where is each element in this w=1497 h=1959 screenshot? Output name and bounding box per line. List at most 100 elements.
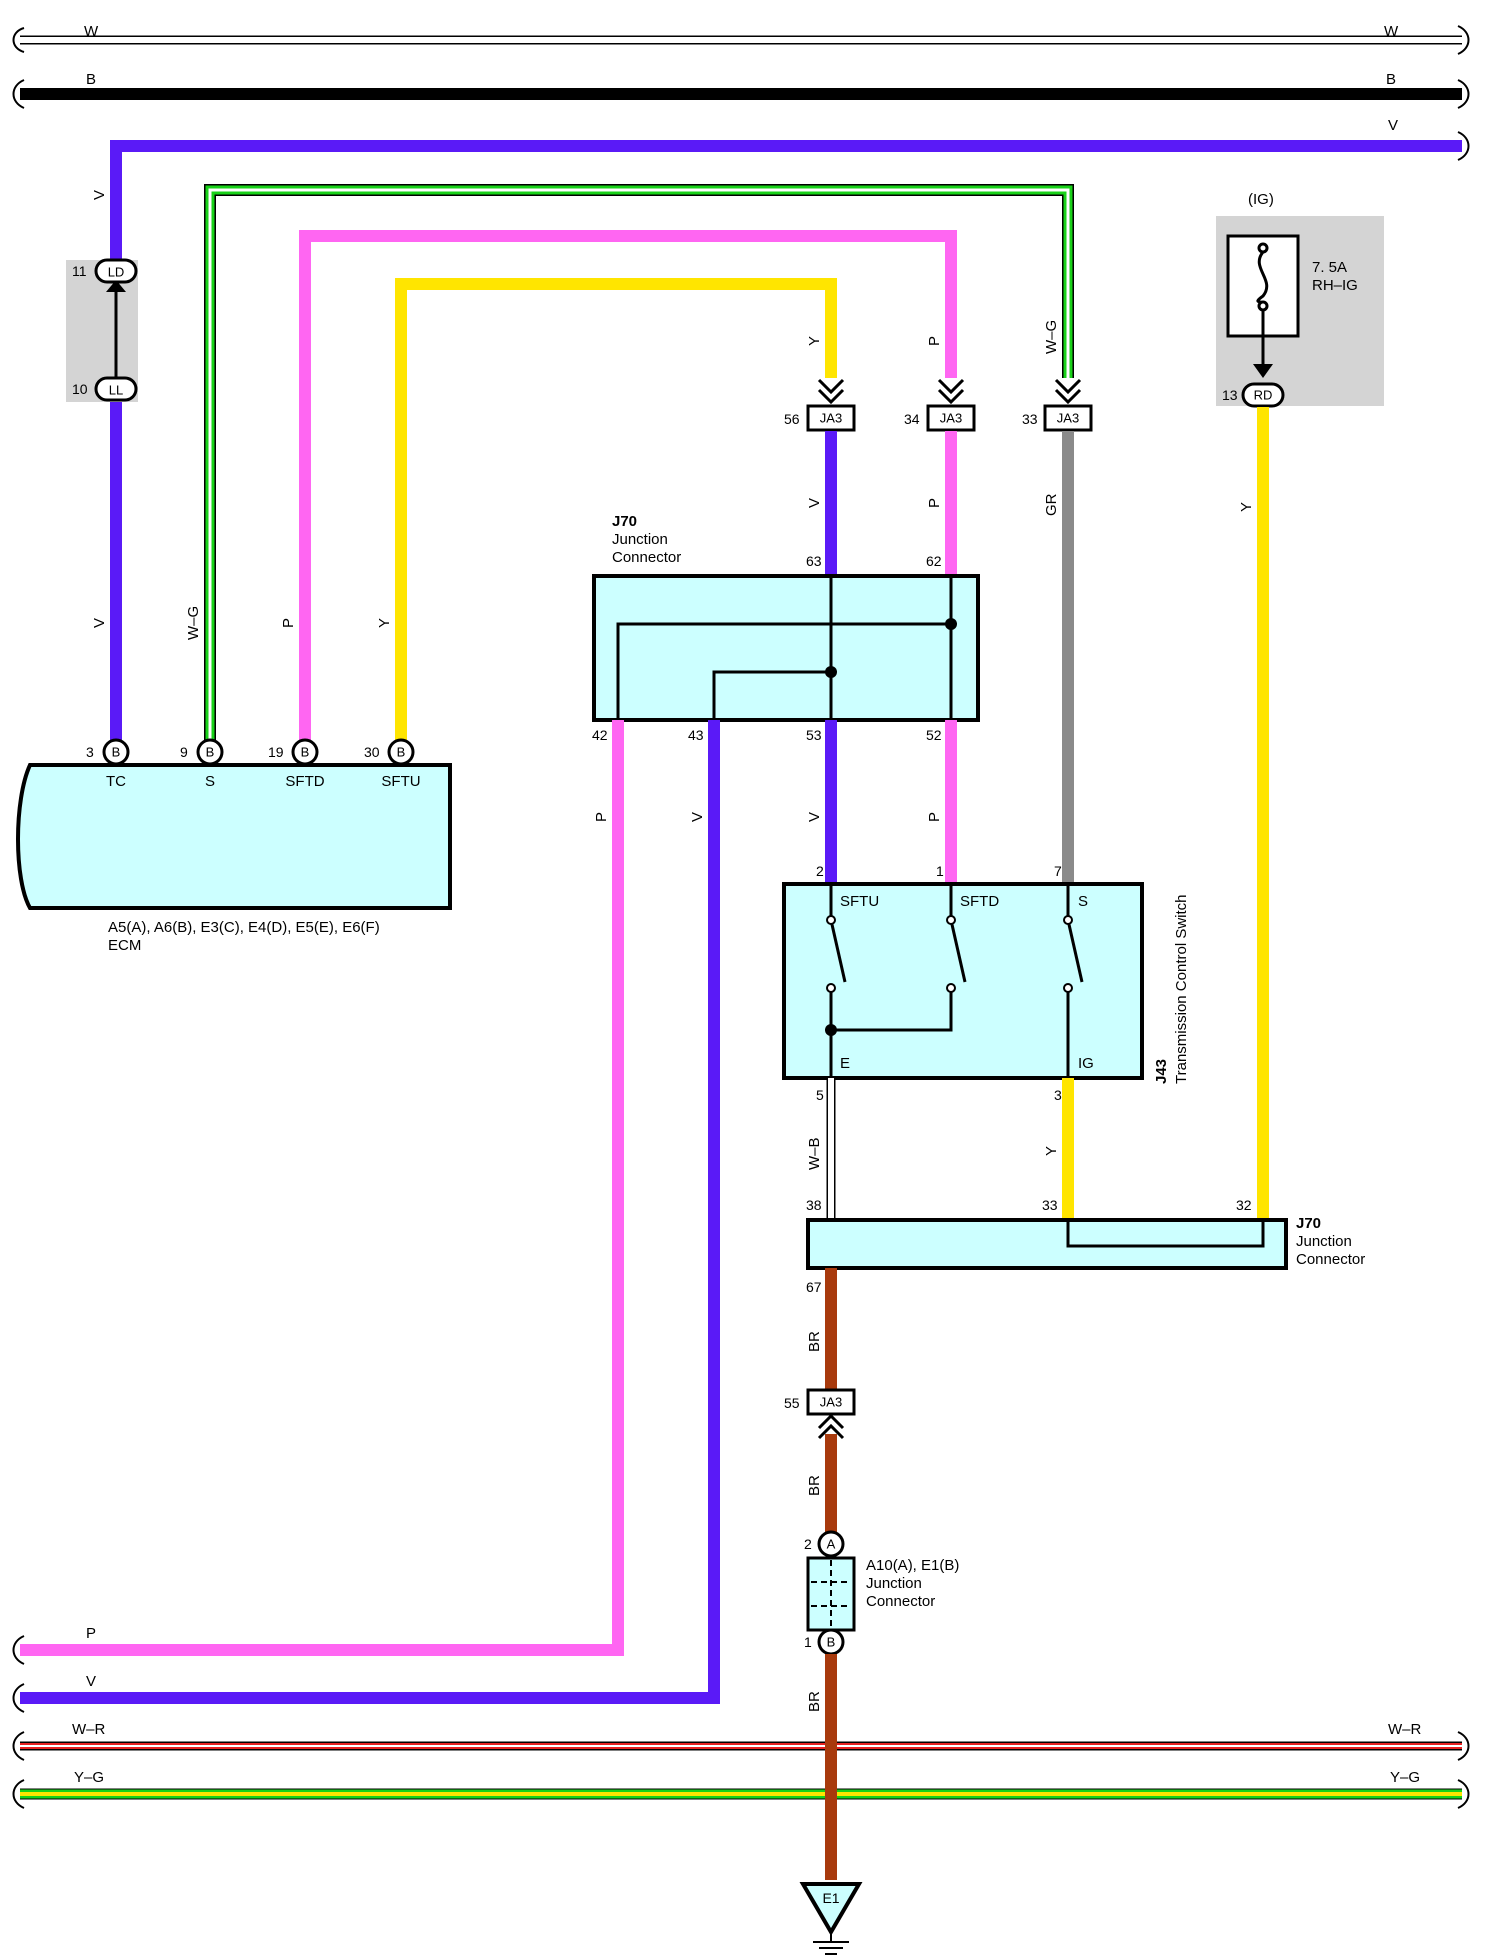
label-wg-left: W–G bbox=[185, 606, 202, 640]
ecm-pin-sftd: B bbox=[291, 738, 319, 766]
fuse-symbol bbox=[1256, 242, 1269, 372]
break-marks-left-bottom bbox=[12, 1635, 25, 1809]
j43-term-ig: IG bbox=[1078, 1055, 1094, 1072]
bus-b-label-right: B bbox=[1386, 71, 1396, 88]
ll-pin: LL bbox=[94, 376, 138, 402]
j70-bottom-pin-67: 67 bbox=[806, 1279, 822, 1295]
bus-yg-label-left: Y–G bbox=[74, 1769, 104, 1786]
a10-pin-b-number: 1 bbox=[804, 1634, 812, 1650]
label-wb: W–B bbox=[806, 1137, 823, 1170]
label-v-left-mid: V bbox=[91, 618, 108, 628]
svg-text:E1: E1 bbox=[822, 1890, 839, 1906]
j70-top-pin-53: 53 bbox=[806, 727, 822, 743]
label-v-ja3-j70: V bbox=[806, 498, 823, 508]
label-y-rd: Y bbox=[1238, 502, 1255, 512]
ecm-pin-number-sftu: 30 bbox=[364, 744, 380, 760]
bus-w-label-left: W bbox=[84, 23, 99, 40]
j43-box bbox=[782, 882, 1144, 1080]
j43-pin-1: 1 bbox=[936, 863, 944, 879]
j70-bottom-internal bbox=[1066, 1220, 1265, 1248]
fuse-group: (IG) bbox=[1248, 191, 1274, 208]
ecm-box bbox=[16, 763, 452, 910]
wire-p-j70-42 bbox=[20, 720, 624, 1656]
ground-e1: E1 bbox=[799, 1882, 863, 1955]
j70-bottom-l1: Junction bbox=[1296, 1233, 1352, 1250]
ja3-56-chevron bbox=[817, 378, 845, 405]
label-v-j70-43: V bbox=[689, 812, 706, 822]
ecm-term-sftu: SFTU bbox=[381, 773, 420, 790]
ecm-pin-number-tc: 3 bbox=[86, 744, 94, 760]
j70-top-pin-52: 52 bbox=[926, 727, 942, 743]
label-y-to-ja3: Y bbox=[806, 336, 823, 346]
j70-top-box bbox=[592, 574, 980, 722]
j70-top-node-1 bbox=[945, 618, 957, 630]
label-p-left: P bbox=[280, 618, 297, 628]
svg-text:JA3: JA3 bbox=[820, 1395, 842, 1410]
j70-top-l1: Junction bbox=[612, 531, 668, 548]
j70-top-pin-63: 63 bbox=[806, 553, 822, 569]
break-marks-left-top bbox=[12, 27, 25, 109]
label-v-left-top: V bbox=[91, 190, 108, 200]
ja3-33-number: 33 bbox=[1022, 411, 1038, 427]
j70-top-pin-43: 43 bbox=[688, 727, 704, 743]
bus-v bbox=[110, 140, 1462, 745]
wire-v-j70-43 bbox=[20, 720, 720, 1704]
ecm-term-tc: TC bbox=[106, 773, 126, 790]
ecm-pin-s: B bbox=[196, 738, 224, 766]
ecm-term-s: S bbox=[205, 773, 215, 790]
ja3-34-chevron bbox=[937, 378, 965, 405]
ja3-34-number: 34 bbox=[904, 411, 920, 427]
ld-pin-number: 11 bbox=[72, 263, 87, 279]
a10-l2: Connector bbox=[866, 1593, 935, 1610]
j43-internal bbox=[829, 884, 1084, 1078]
j70-top-node-2 bbox=[825, 666, 837, 678]
j70-top-internal bbox=[616, 576, 953, 720]
j70-bottom-id: J70 bbox=[1296, 1215, 1321, 1232]
j43-contacts bbox=[826, 915, 1073, 993]
a10-pin-b: B bbox=[817, 1628, 845, 1656]
a10-title: A10(A), E1(B) bbox=[866, 1557, 959, 1574]
fuse-pin-number: 13 bbox=[1222, 387, 1238, 403]
a10-pin-a: A bbox=[817, 1530, 845, 1558]
svg-text:B: B bbox=[397, 745, 406, 760]
j43-pin-2: 2 bbox=[816, 863, 824, 879]
bus-wr-label-left: W–R bbox=[72, 1721, 106, 1738]
j43-term-e: E bbox=[840, 1055, 850, 1072]
ecm-pin-number-sftd: 19 bbox=[268, 744, 284, 760]
svg-text:JA3: JA3 bbox=[820, 411, 842, 426]
wire-wg bbox=[204, 184, 1074, 745]
bus-p-label: P bbox=[86, 1625, 96, 1642]
svg-text:JA3: JA3 bbox=[940, 411, 962, 426]
ecm-title: A5(A), A6(B), E3(C), E4(D), E5(E), E6(F) bbox=[108, 919, 380, 936]
j43-term-sftu: SFTU bbox=[840, 893, 879, 910]
bus-v2-label: V bbox=[86, 1673, 96, 1690]
j70-bottom-pin-33: 33 bbox=[1042, 1197, 1058, 1213]
ja3-56-box: JA3 bbox=[806, 404, 856, 432]
ja3-33-box: JA3 bbox=[1043, 404, 1093, 432]
label-p-j70-52: P bbox=[926, 812, 943, 822]
a10-dashes bbox=[811, 1560, 851, 1628]
j70-top-pin-62: 62 bbox=[926, 553, 942, 569]
wire-y-ecm bbox=[395, 278, 837, 745]
label-y-left: Y bbox=[376, 618, 393, 628]
bus-wr-label-right: W–R bbox=[1388, 1721, 1422, 1738]
fuse-pin-rd: RD bbox=[1241, 382, 1285, 408]
label-br-2: BR bbox=[806, 1475, 823, 1496]
ecm-pin-sftu: B bbox=[387, 738, 415, 766]
ecm-term-sftd: SFTD bbox=[285, 773, 324, 790]
ecm-pin-number-s: 9 bbox=[180, 744, 188, 760]
a10-l1: Junction bbox=[866, 1575, 922, 1592]
svg-text:B: B bbox=[301, 745, 310, 760]
label-p-ja3-j70: P bbox=[926, 498, 943, 508]
ld-pin: LD bbox=[94, 258, 138, 284]
label-br-1: BR bbox=[806, 1331, 823, 1352]
ll-pin-number: 10 bbox=[72, 381, 88, 397]
j70-bottom-pin-32: 32 bbox=[1236, 1197, 1252, 1213]
fuse-arrow bbox=[1253, 364, 1273, 378]
label-wg-to-ja3: W–G bbox=[1043, 320, 1060, 354]
fuse-name: RH–IG bbox=[1312, 277, 1358, 294]
label-p-j70-42: P bbox=[593, 812, 610, 822]
label-p-to-ja3: P bbox=[926, 336, 943, 346]
bus-v-label-right: V bbox=[1388, 117, 1398, 134]
